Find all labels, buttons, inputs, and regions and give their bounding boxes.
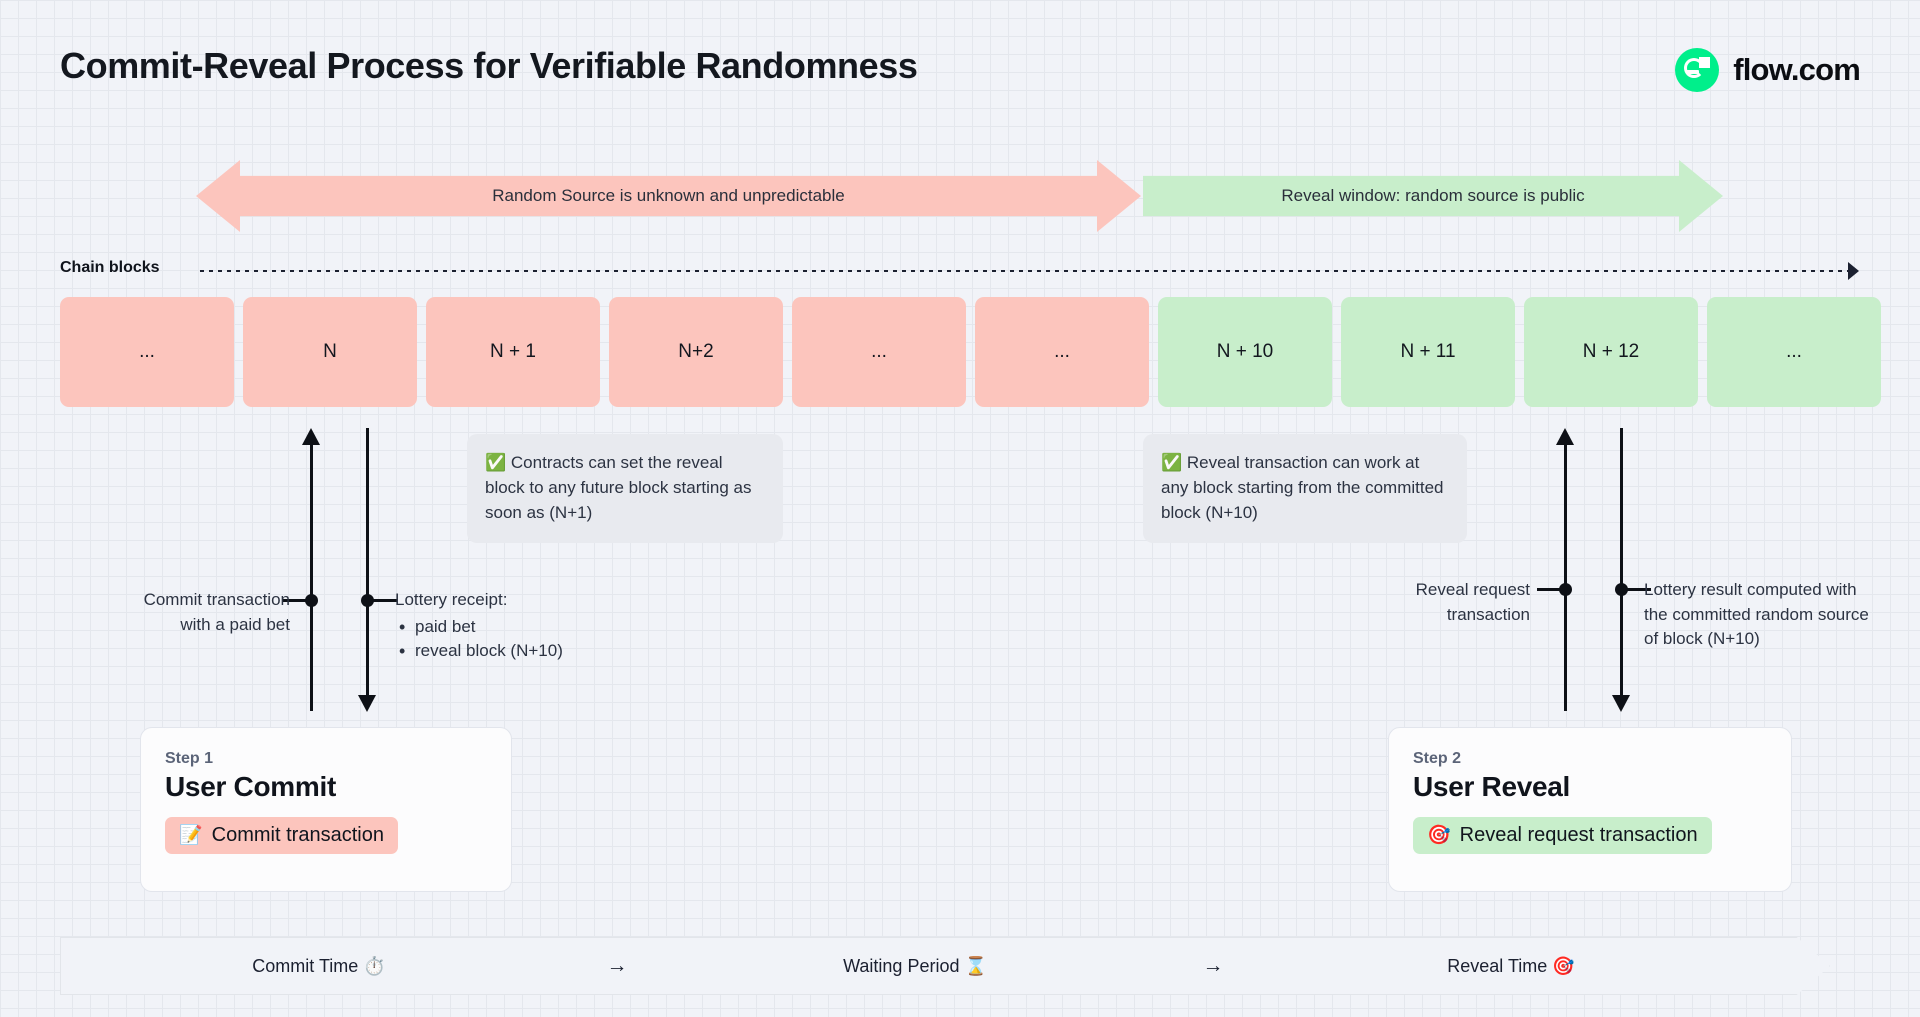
check-icon: ✅ <box>1161 453 1183 472</box>
phase-arrow-reveal: Reveal window: random source is public <box>1143 160 1723 232</box>
commit-transaction-pill[interactable]: 📝 Commit transaction <box>165 817 398 854</box>
phase-arrow-row: Random Source is unknown and unpredictab… <box>0 160 1920 240</box>
timeline-segment-waiting-period: Waiting Period ⌛ <box>843 955 987 976</box>
check-icon: ✅ <box>485 453 507 472</box>
reveal-request-node-dot <box>1559 583 1572 596</box>
memo-icon: 📝 <box>179 825 203 846</box>
receipt-node-dot <box>361 594 374 607</box>
reveal-request-node-stub <box>1537 588 1567 591</box>
receipt-node-stub <box>367 599 397 602</box>
result-arrow-down-icon <box>1612 695 1630 712</box>
commit-transaction-pill-label: Commit transaction <box>211 824 384 846</box>
target-icon: 🎯 <box>1427 825 1451 846</box>
chain-block[interactable]: ... <box>792 297 966 407</box>
chain-block[interactable]: ... <box>975 297 1149 407</box>
receipt-connector-line <box>366 428 369 696</box>
list-item: paid bet <box>395 614 655 640</box>
step-2-title: User Reveal <box>1413 771 1571 802</box>
timeline-segment-commit-time: Commit Time ⏱️ <box>252 955 386 976</box>
reveal-request-connector-line <box>1564 443 1567 711</box>
result-connector-line <box>1620 428 1623 696</box>
event-commit-line2: with a paid bet <box>180 614 290 634</box>
reveal-request-arrow-up-icon <box>1556 428 1574 445</box>
chain-block[interactable]: N + 12 <box>1524 297 1698 407</box>
bottom-timeline: Commit Time ⏱️ → Waiting Period ⌛ → Reve… <box>60 937 1830 995</box>
step-card-user-commit[interactable]: Step 1 User Commit 📝 Commit transaction <box>140 727 512 892</box>
event-reveal-request-line2: transaction <box>1446 604 1530 624</box>
callout-reveal-text: Reveal transaction can work at any block… <box>1161 453 1444 523</box>
flow-logo-icon <box>1675 48 1720 92</box>
chain-blocks-label: Chain blocks <box>60 259 160 276</box>
chain-block[interactable]: N + 11 <box>1341 297 1515 407</box>
reveal-request-transaction-pill-label: Reveal request transaction <box>1459 824 1698 846</box>
chain-axis-arrow-icon <box>1848 262 1859 280</box>
commit-node-stub <box>283 599 313 602</box>
timeline-arrow-icon: → <box>1202 954 1224 977</box>
commit-connector-line <box>310 443 313 711</box>
step-1-title: User Commit <box>165 771 336 802</box>
commit-node-dot <box>305 594 318 607</box>
event-receipt-title: Lottery receipt: <box>395 590 508 609</box>
step-1-eyebrow: Step 1 <box>165 750 214 767</box>
event-lottery-receipt: Lottery receipt: paid bet reveal block (… <box>395 588 655 664</box>
step-2-eyebrow: Step 2 <box>1413 750 1462 767</box>
chain-block[interactable]: ... <box>60 297 234 407</box>
chain-block[interactable]: N + 1 <box>426 297 600 407</box>
event-commit-line1: Commit transaction <box>143 590 290 609</box>
page-title: Commit-Reveal Process for Verifiable Ran… <box>60 45 918 86</box>
event-commit-transaction: Commit transaction with a paid bet <box>90 588 290 637</box>
event-reveal-request: Reveal request transaction <box>1330 578 1530 627</box>
timeline-arrow-icon: → <box>606 954 628 977</box>
chain-block[interactable]: N + 10 <box>1158 297 1332 407</box>
chain-block[interactable]: N+2 <box>609 297 783 407</box>
chain-block[interactable]: N <box>243 297 417 407</box>
step-card-user-reveal[interactable]: Step 2 User Reveal 🎯 Reveal request tran… <box>1388 727 1792 892</box>
result-node-stub <box>1621 588 1651 591</box>
chain-blocks-row: ... N N + 1 N+2 ... ... N + 10 N + 11 N … <box>60 297 1881 407</box>
phase-label-reveal: Reveal window: random source is public <box>1281 186 1585 205</box>
result-node-dot <box>1615 583 1628 596</box>
phase-label-unknown: Random Source is unknown and unpredictab… <box>492 186 845 205</box>
callout-reveal: ✅ Reveal transaction can work at any blo… <box>1143 434 1467 544</box>
callout-contracts: ✅ Contracts can set the reveal block to … <box>467 434 783 544</box>
chain-block[interactable]: ... <box>1707 297 1881 407</box>
event-reveal-request-line1: Reveal request <box>1415 580 1530 599</box>
event-lottery-result: Lottery result computed with the committ… <box>1644 580 1869 649</box>
reveal-request-transaction-pill[interactable]: 🎯 Reveal request transaction <box>1413 817 1712 854</box>
list-item: reveal block (N+10) <box>395 638 655 664</box>
event-receipt-list: paid bet reveal block (N+10) <box>395 614 655 664</box>
callout-contracts-text: Contracts can set the reveal block to an… <box>485 453 752 523</box>
timeline-segment-reveal-time: Reveal Time 🎯 <box>1447 955 1575 976</box>
chain-axis-line <box>200 270 1850 272</box>
commit-arrow-up-icon <box>302 428 320 445</box>
receipt-arrow-down-icon <box>358 695 376 712</box>
flow-logo-dash <box>1686 70 1700 74</box>
phase-arrow-unknown: Random Source is unknown and unpredictab… <box>196 160 1141 232</box>
brand-name: flow.com <box>1733 52 1861 87</box>
brand-logo: flow.com <box>1675 48 1861 92</box>
